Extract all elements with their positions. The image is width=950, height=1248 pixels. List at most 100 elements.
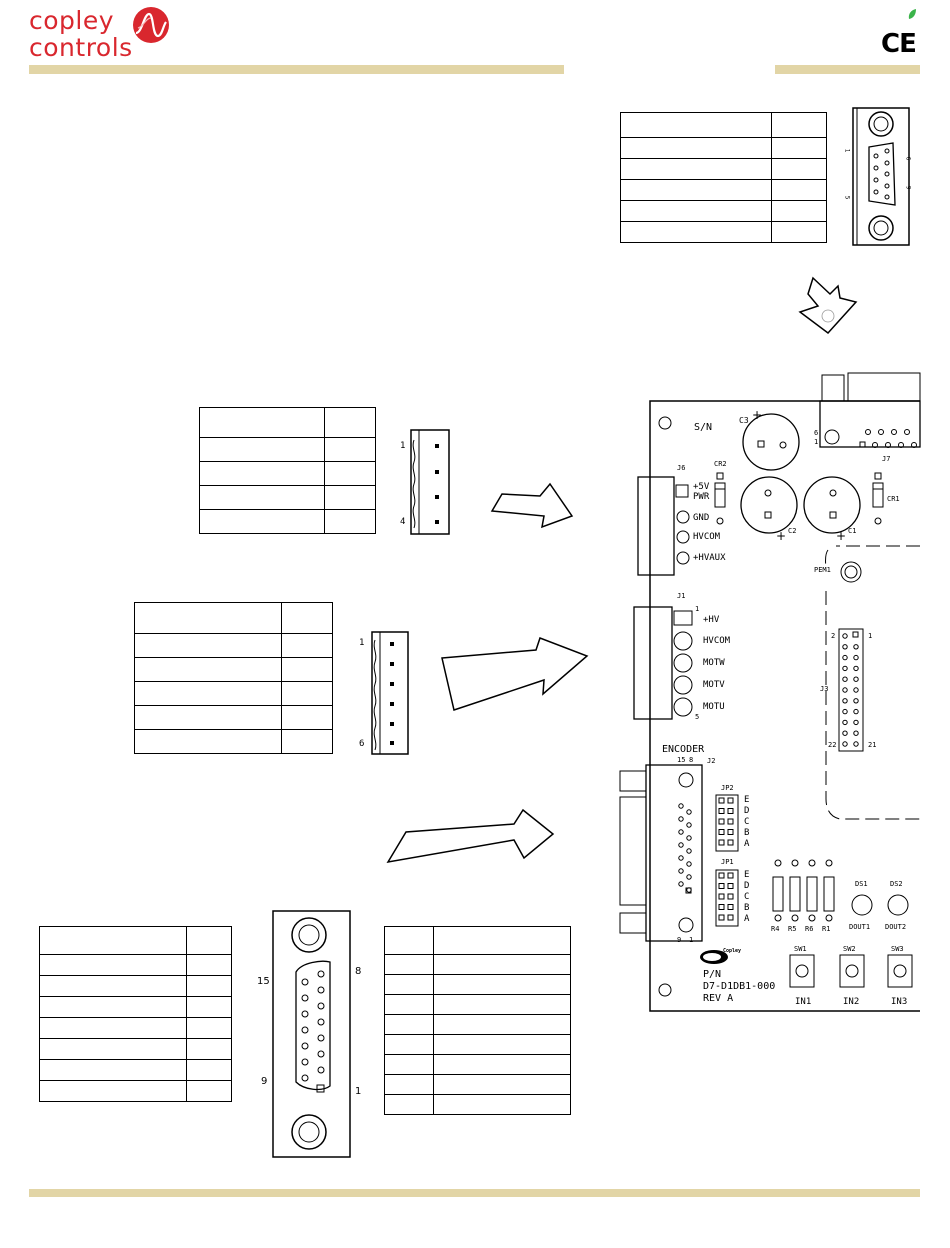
encoder-pin (686, 835, 692, 841)
jumper-pin (718, 893, 725, 900)
j1-pin5-label: 5 (695, 713, 700, 721)
header-rule-right (775, 65, 920, 74)
resistor-pad-bottom (791, 914, 799, 922)
encoder-pin (678, 868, 684, 874)
j3-pin (842, 730, 848, 736)
rev-label: REV A (703, 993, 734, 1004)
ds2-label: DS2 (890, 880, 903, 888)
encoder-pin (678, 842, 684, 848)
leaf-icon (908, 9, 916, 19)
j6-signal-table (199, 407, 376, 534)
in2-label: IN2 (843, 997, 860, 1007)
encoder-pin9-label: 9 (677, 936, 682, 944)
j3-pin (842, 633, 848, 639)
j3-pin (842, 654, 848, 661)
jumper-pin (727, 797, 734, 804)
jumper-pin (727, 829, 734, 835)
j1-motv-label: MOTV (703, 680, 725, 690)
j1-plug-drawing (371, 631, 409, 755)
j1-motw-label: MOTW (703, 658, 725, 668)
encoder-pin (678, 881, 684, 887)
db15-pin1-label: 1 (355, 1086, 362, 1097)
r6-label: R6 (805, 925, 814, 933)
j3-pin1-label: 1 (868, 632, 873, 640)
pem1-label: PEM1 (814, 566, 831, 574)
encoder-pin (686, 848, 692, 854)
logo-wordmark-line2: controls (29, 33, 133, 62)
encoder-pin (686, 822, 692, 828)
jp1-jumper-pins (718, 872, 734, 921)
sn-label: S/N (694, 422, 713, 433)
jp1-letter-a: A (744, 914, 750, 924)
jumper-pin (718, 808, 725, 814)
cr2-label: CR2 (714, 460, 727, 468)
j7-pin6-label: 6 (814, 429, 819, 437)
pn-label: P/N (703, 969, 722, 980)
c3-label: C3 (739, 416, 749, 425)
header-rule-left (29, 65, 564, 74)
j3-pin (853, 654, 859, 661)
j6-plug-drawing (410, 429, 450, 535)
j3-pin (842, 698, 848, 704)
sw2-label: SW2 (843, 945, 856, 953)
jumper-pin (718, 797, 725, 804)
c2-plus-label: + (776, 529, 787, 543)
jp2-jumper-pins (718, 797, 734, 846)
j7-signal-table (620, 112, 827, 243)
db15-pin8-label: 8 (355, 966, 362, 977)
pn-value: D7-D1DB1-000 (703, 981, 776, 992)
encoder-pin-array (678, 803, 692, 894)
jumper-pin (718, 872, 725, 879)
jumper-pin (727, 808, 734, 814)
sw3-label: SW3 (891, 945, 904, 953)
j1-hv-label: +HV (703, 615, 720, 625)
j3-pin21-label: 21 (868, 741, 877, 749)
resistor-pads (774, 859, 833, 922)
j3-pin (853, 741, 859, 747)
encoder-pin (678, 829, 684, 835)
j6-hvaux-label: +HVAUX (693, 553, 726, 563)
footer-rule (29, 1189, 920, 1197)
pcb-board-outline (619, 372, 921, 1012)
encoder-pin15-label: 15 (677, 756, 686, 764)
j3-pin (853, 708, 859, 715)
db9-pin6-label: 6 (904, 156, 912, 161)
db15-pin15-label: 15 (257, 976, 270, 987)
j1-hvcom-label: HVCOM (703, 636, 731, 646)
resistor-pad-top (791, 859, 799, 867)
j3-pin (842, 665, 848, 672)
in3-label: IN3 (891, 997, 908, 1007)
resistor-pad-bottom (825, 914, 833, 922)
encoder-pin (686, 874, 692, 880)
jp1-letter-b: B (744, 903, 750, 913)
j7-pin1-label: 1 (814, 438, 819, 446)
encoder-label: ENCODER (662, 744, 705, 755)
jumper-pin (727, 818, 734, 825)
jumper-pin (727, 883, 734, 889)
jp1-letter-d: D (744, 881, 750, 891)
encoder-pin-1 (685, 887, 692, 894)
right-arrow-icon-2 (441, 637, 589, 711)
j3-pin (853, 719, 859, 726)
jumper-pin (718, 904, 725, 910)
j3-pin (853, 730, 859, 736)
encoder-pin8-label: 8 (689, 756, 694, 764)
logo-wordmark-line1: copley (29, 6, 115, 35)
j3-pin (853, 698, 859, 704)
jumper-pin (727, 914, 734, 921)
j6-gnd-label: GND (693, 513, 710, 523)
jp2-letter-d: D (744, 806, 750, 816)
jp1-letter-c: C (744, 892, 750, 902)
r5-label: R5 (788, 925, 797, 933)
j2-signal-table-left (39, 926, 232, 1102)
right-arrow-icon-3 (386, 808, 555, 864)
j6-plug-pin4-label: 4 (400, 517, 406, 527)
j3-pin (853, 644, 859, 650)
encoder-pin (678, 816, 684, 822)
db9-pin1-label: 1 (843, 148, 851, 153)
j3-pin (842, 708, 848, 715)
j6-hvcom-label: HVCOM (693, 532, 721, 542)
dout1-label: DOUT1 (849, 923, 871, 931)
c2-label: C2 (788, 527, 797, 535)
encoder-pin (678, 855, 684, 861)
